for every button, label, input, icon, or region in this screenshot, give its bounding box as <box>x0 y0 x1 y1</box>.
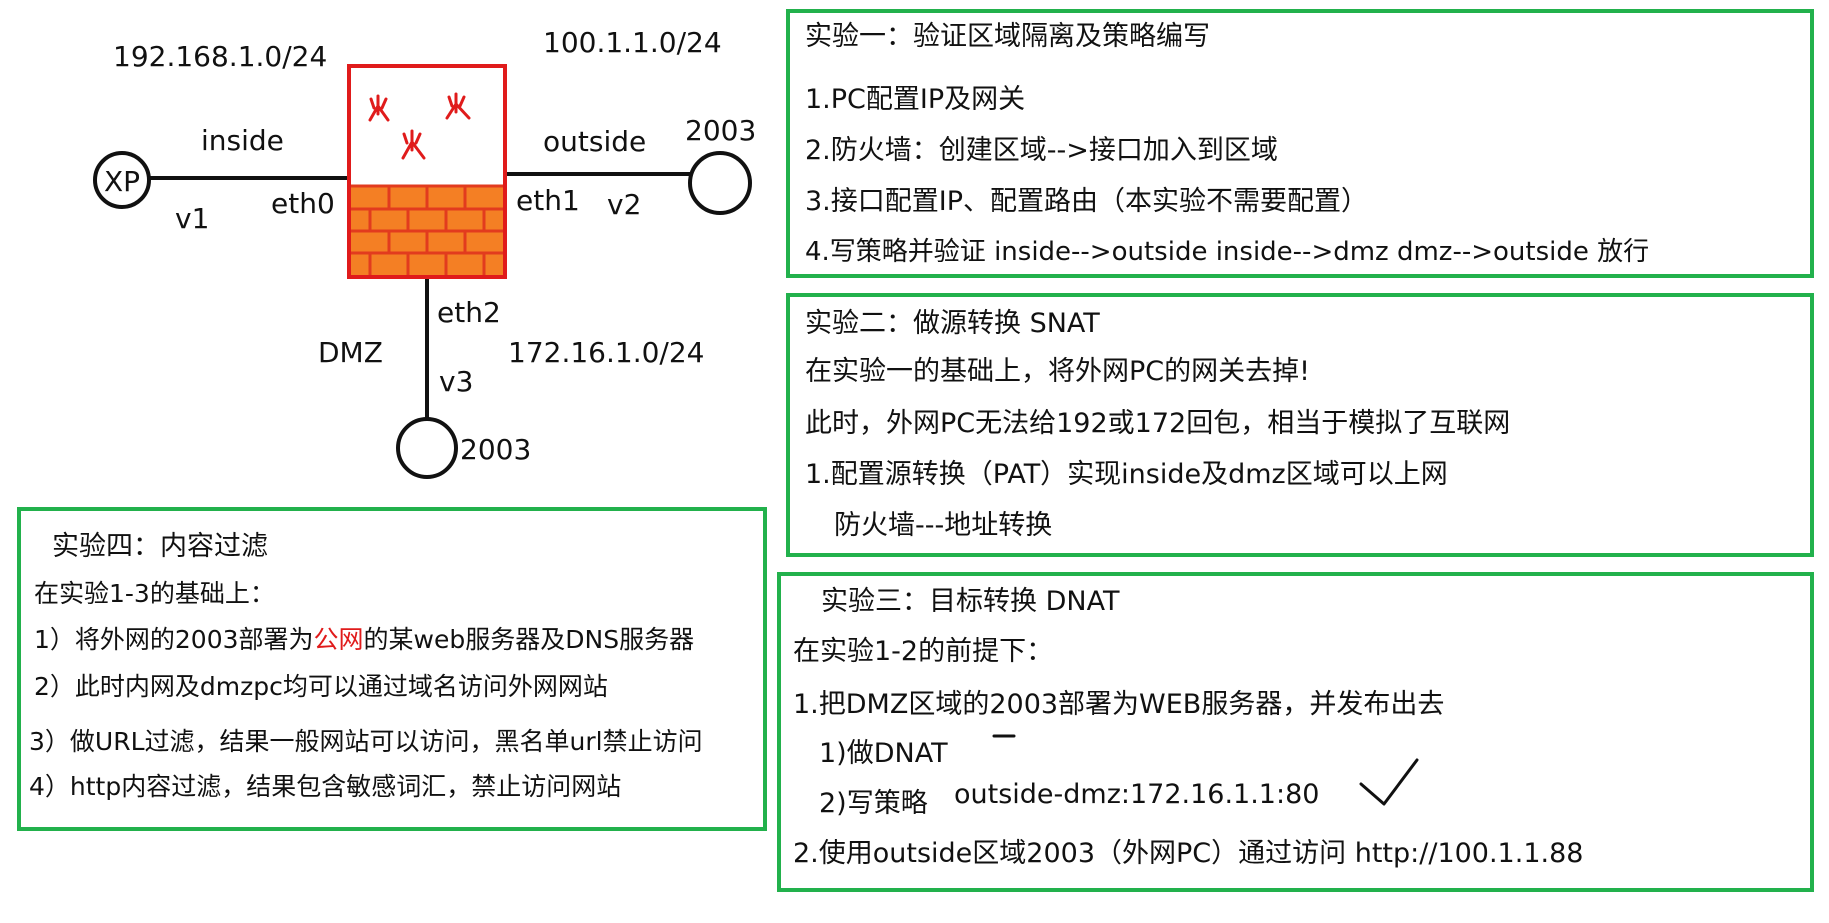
checkmark-icon <box>1359 758 1419 806</box>
lab4-title: 实验四：内容过滤 <box>52 531 268 562</box>
brick-wall-icon <box>351 184 503 275</box>
lab3-box: 实验三：目标转换 DNAT 在实验1-2的前提下： 1.把DMZ区域的2003部… <box>777 572 1814 892</box>
outside-host-node <box>688 151 752 215</box>
v2-label: v2 <box>607 188 641 221</box>
lab3-line-2: 1.把DMZ区域的2003部署为WEB服务器，并发布出去 <box>793 689 1445 720</box>
xp-node-label: XP <box>104 165 140 198</box>
dmz-host-label: 2003 <box>460 433 531 466</box>
lab1-step-1: 1.PC配置IP及网关 <box>805 84 1026 115</box>
lab4-highlight-public-network: 公网 <box>313 625 364 654</box>
lab4-line-2-part-1: 1）将外网的2003部署为 <box>34 625 314 654</box>
lab1-step-2: 2.防火墙：创建区域-->接口加入到区域 <box>805 135 1278 166</box>
lab1-step-4: 4.写策略并验证 inside-->outside inside-->dmz d… <box>805 237 1650 267</box>
eth0-label: eth0 <box>271 187 335 220</box>
lab2-title: 实验二：做源转换 SNAT <box>805 308 1100 339</box>
xp-node <box>93 151 151 209</box>
firewall <box>347 64 507 279</box>
eth1-label: eth1 <box>516 184 580 217</box>
v1-label: v1 <box>175 202 209 235</box>
dmz-subnet-label: 172.16.1.0/24 <box>508 336 704 369</box>
lab2-box: 实验二：做源转换 SNAT 在实验一的基础上，将外网PC的网关去掉! 此时，外网… <box>786 293 1814 557</box>
zone-inside-label: inside <box>201 124 284 157</box>
lab4-line-2: 1）将外网的2003部署为公网的某web服务器及DNS服务器 <box>34 627 694 652</box>
lab2-line-1: 在实验一的基础上，将外网PC的网关去掉! <box>805 356 1310 387</box>
zone-dmz-label: DMZ <box>318 336 383 369</box>
lab1-step-3: 3.接口配置IP、配置路由（本实验不需要配置） <box>805 186 1369 217</box>
lab4-line-1: 在实验1-3的基础上： <box>34 579 275 608</box>
v3-label: v3 <box>439 365 473 398</box>
lab4-line-4: 3）做URL过滤，结果一般网站可以访问，黑名单url禁止访问 <box>29 727 703 756</box>
lab2-line-3: 1.配置源转换（PAT）实现inside及dmz区域可以上网 <box>805 459 1448 490</box>
dmz-host-node <box>396 417 458 479</box>
lab3-line-1: 在实验1-2的前提下： <box>793 636 1054 667</box>
lab2-line-4: 防火墙---地址转换 <box>834 510 1053 541</box>
lab2-line-2: 此时，外网PC无法给192或172回包，相当于模拟了互联网 <box>805 408 1511 439</box>
fire-characters-icon <box>368 92 471 160</box>
outside-subnet-label: 100.1.1.0/24 <box>543 26 722 59</box>
zone-outside-label: outside <box>543 125 646 158</box>
lab4-line-5: 4）http内容过滤，结果包含敏感词汇，禁止访问网站 <box>29 772 622 801</box>
lab4-line-2-part-2: 的某web服务器及DNS服务器 <box>363 625 695 654</box>
lab3-line-3: 1)做DNAT <box>819 738 948 769</box>
lab3-policy-rule: outside-dmz:172.16.1.1:80 <box>954 779 1320 810</box>
lab1-box: 实验一：验证区域隔离及策略编写 1.PC配置IP及网关 2.防火墙：创建区域--… <box>786 9 1814 278</box>
eth2-label: eth2 <box>437 296 501 329</box>
lab4-box: 实验四：内容过滤 在实验1-3的基础上： 1）将外网的2003部署为公网的某we… <box>17 507 767 831</box>
lab3-line-6: 2.使用outside区域2003（外网PC）通过访问 http://100.1… <box>793 838 1584 869</box>
inside-subnet-label: 192.168.1.0/24 <box>113 40 327 73</box>
lab3-line-4: 2)写策略 <box>819 788 928 819</box>
lab4-line-3: 2）此时内网及dmzpc均可以通过域名访问外网网站 <box>34 672 608 701</box>
lab3-title: 实验三：目标转换 DNAT <box>821 586 1120 617</box>
lab1-title: 实验一：验证区域隔离及策略编写 <box>805 21 1210 52</box>
outside-host-label: 2003 <box>685 114 756 147</box>
